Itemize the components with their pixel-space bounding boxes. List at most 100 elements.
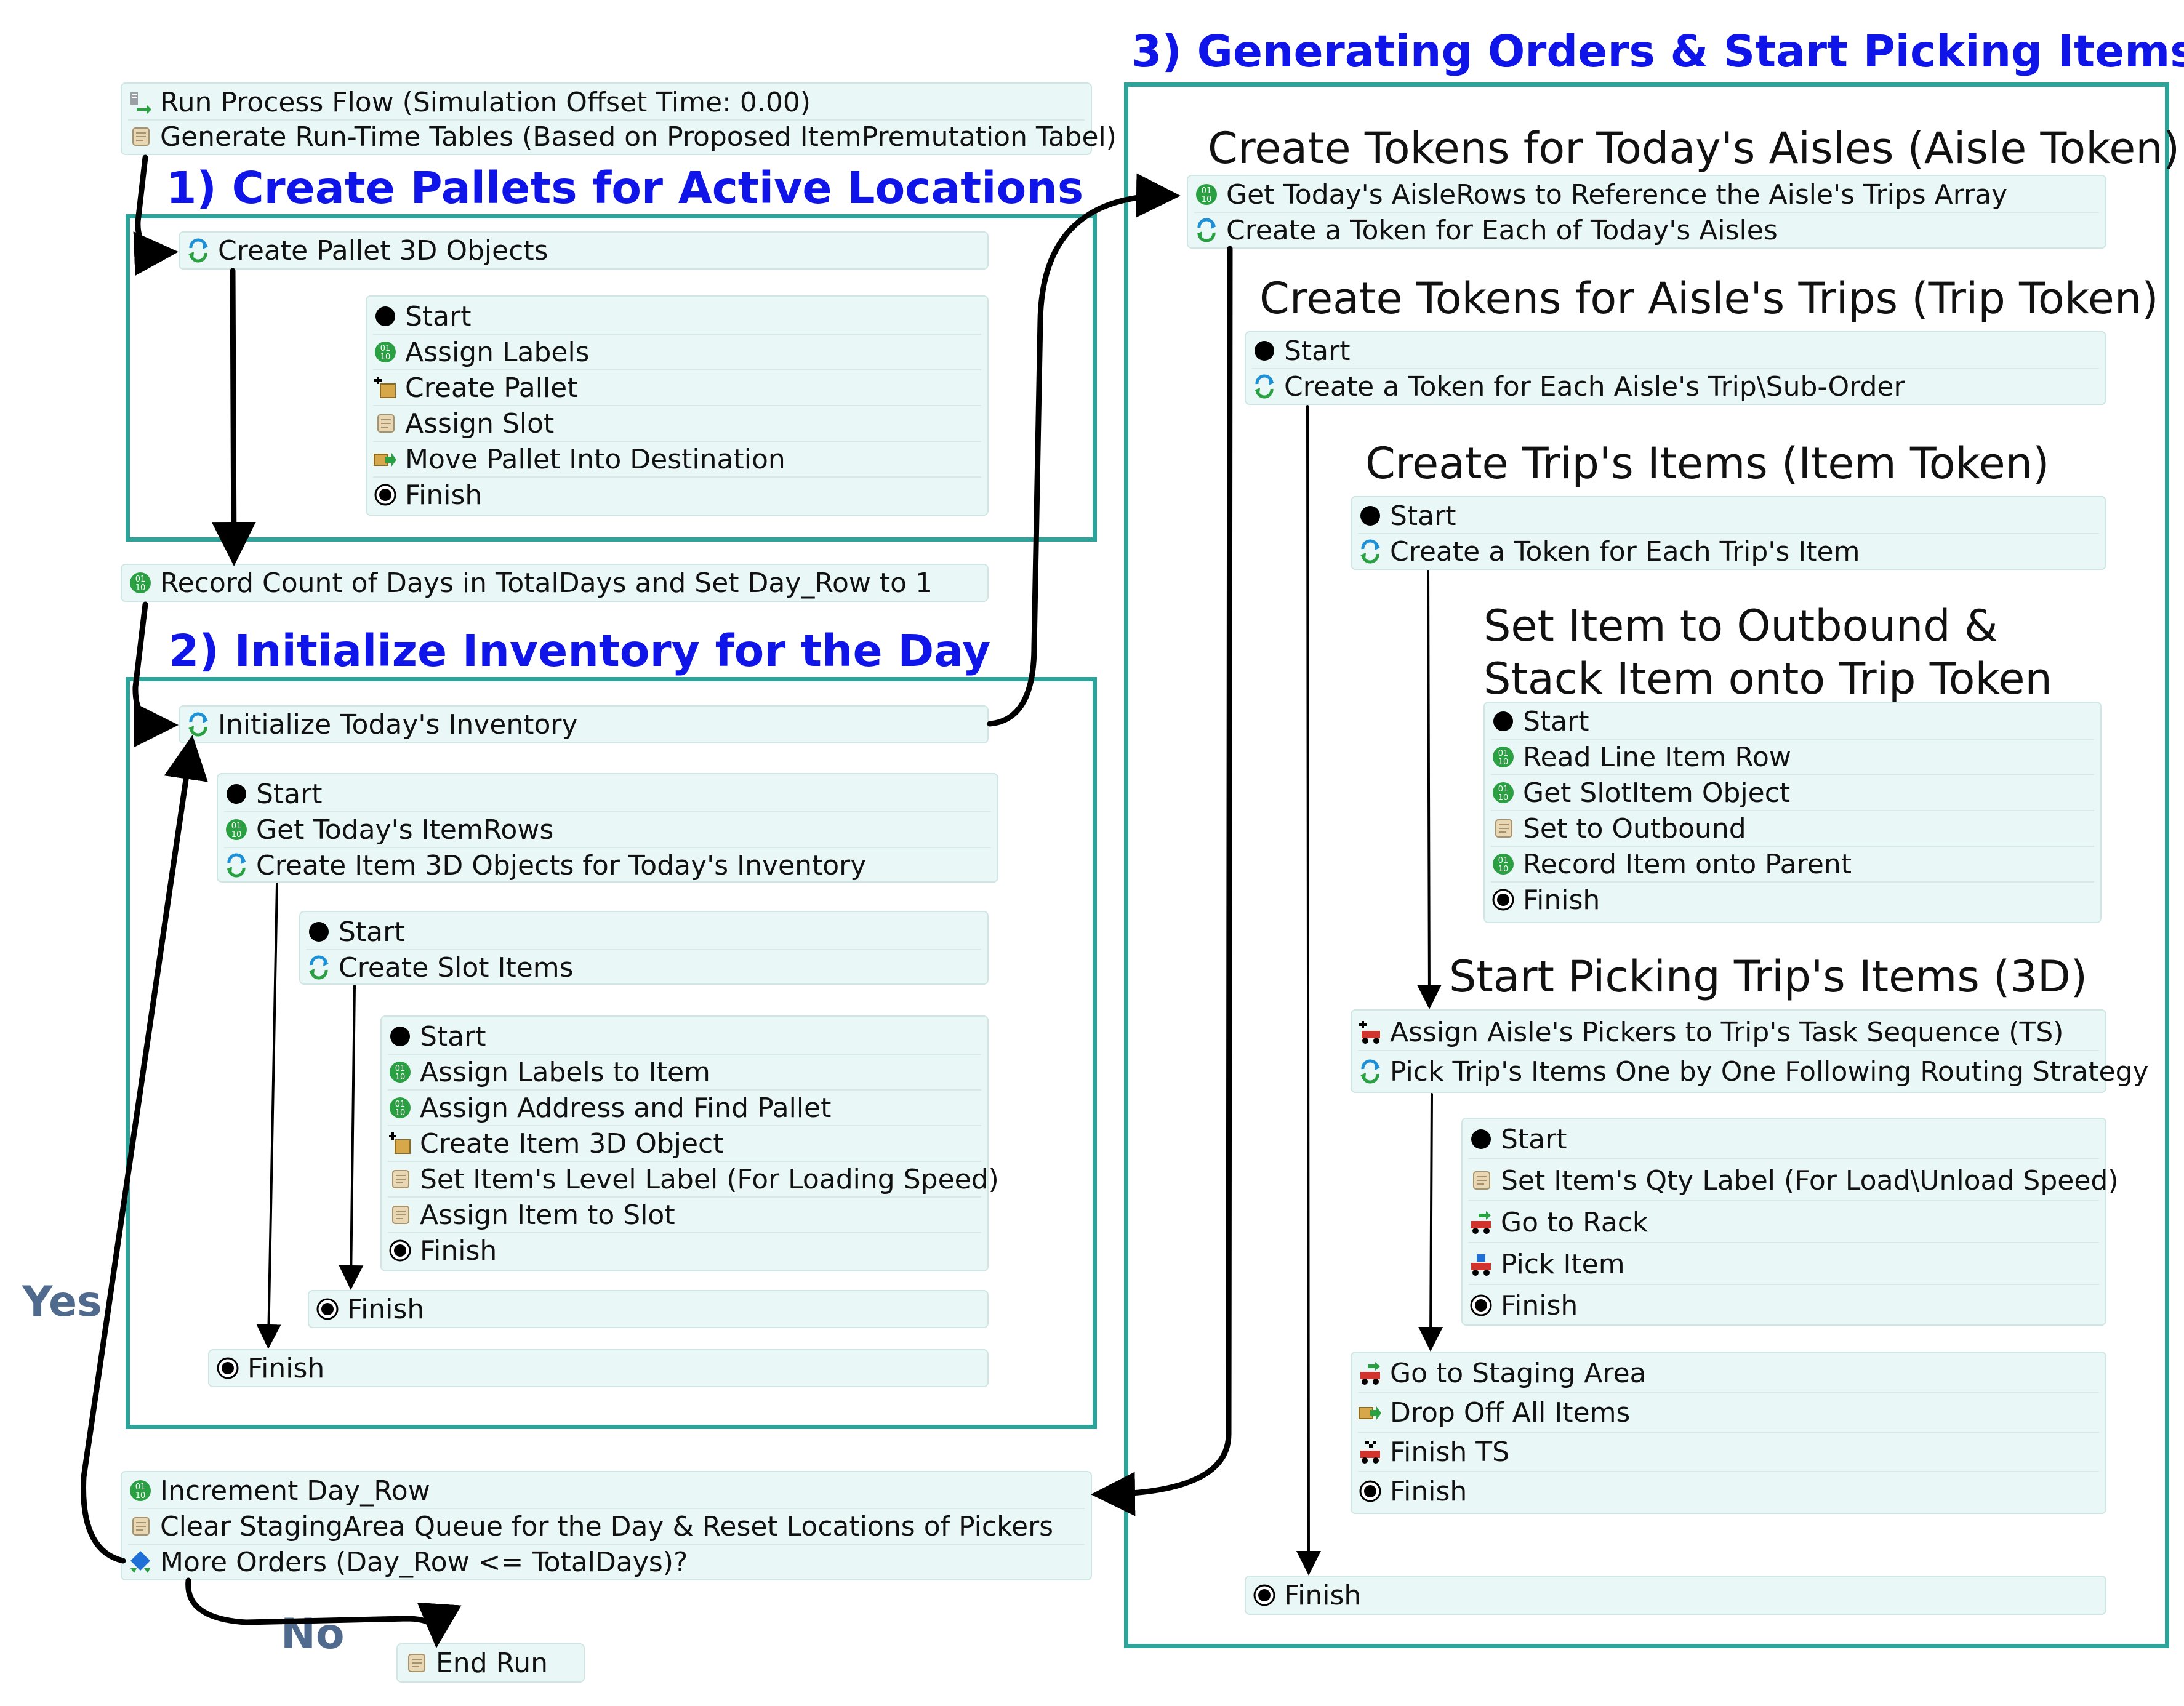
pallet-start-row[interactable]: Start bbox=[373, 299, 981, 335]
level2-finish-row[interactable]: Finish bbox=[315, 1292, 981, 1326]
yes-label: Yes bbox=[22, 1278, 102, 1326]
set-level-label-row[interactable]: Set Item's Level Label (For Loading Spee… bbox=[388, 1162, 999, 1198]
level1-finish-card[interactable]: Finish bbox=[208, 1349, 989, 1387]
create-aisle-token-label: Create a Token for Each of Today's Aisle… bbox=[1226, 214, 1778, 246]
trip-start-label: Start bbox=[1284, 335, 1351, 367]
svg-text:10: 10 bbox=[135, 583, 146, 593]
create-item-object-label: Create Item 3D Object bbox=[420, 1127, 724, 1159]
trip-token-card[interactable]: Start Create a Token for Each Aisle's Tr… bbox=[1245, 331, 2106, 405]
inv-start-row[interactable]: Start bbox=[224, 777, 991, 812]
end-run-row[interactable]: End Run bbox=[404, 1646, 577, 1680]
assign-pickers-row[interactable]: Assign Aisle's Pickers to Trip's Task Se… bbox=[1358, 1014, 2099, 1051]
create-pallet-objects-card[interactable]: Create Pallet 3D Objects bbox=[179, 231, 989, 270]
item-start-row[interactable]: Start bbox=[388, 1019, 981, 1055]
pick-icon bbox=[1469, 1252, 1493, 1276]
picking-card[interactable]: Assign Aisle's Pickers to Trip's Task Se… bbox=[1351, 1009, 2149, 1093]
arrow-inventory-to-aisle bbox=[987, 173, 1181, 727]
finish-icon bbox=[1252, 1583, 1277, 1608]
staging-finish-row[interactable]: Finish bbox=[1358, 1472, 2099, 1510]
level1-finish-row[interactable]: Finish bbox=[215, 1351, 981, 1385]
set-outbound-row[interactable]: Set to Outbound bbox=[1491, 811, 2094, 847]
end-run-card[interactable]: End Run bbox=[396, 1643, 585, 1683]
pick-finish-row[interactable]: Finish bbox=[1469, 1286, 2099, 1324]
inventory-level2-card[interactable]: Start Create Slot Items bbox=[299, 911, 989, 985]
arrow-pallets-to-record bbox=[211, 268, 256, 566]
end-run-label: End Run bbox=[436, 1647, 548, 1679]
assign-slot-row[interactable]: Assign Slot bbox=[373, 406, 981, 442]
outbound-finish-row[interactable]: Finish bbox=[1491, 883, 2094, 917]
final-finish-card[interactable]: Finish bbox=[1245, 1576, 2106, 1615]
create-item-token-row[interactable]: Create a Token for Each Trip's Item bbox=[1358, 534, 2099, 569]
svg-text:10: 10 bbox=[1202, 195, 1212, 204]
finish-ts-row[interactable]: Finish TS bbox=[1358, 1433, 2099, 1472]
top-activity-card[interactable]: Run Process Flow (Simulation Offset Time… bbox=[121, 82, 1117, 155]
loop-icon bbox=[307, 955, 331, 980]
slot-start-row[interactable]: Start bbox=[307, 915, 981, 950]
item-finish-row[interactable]: Finish bbox=[388, 1233, 981, 1268]
pick-item-row[interactable]: Pick Item bbox=[1469, 1244, 2099, 1285]
create-pallet-row[interactable]: Create Pallet bbox=[373, 370, 981, 406]
more-orders-row[interactable]: More Orders (Day_Row <= TotalDays)? bbox=[128, 1545, 1085, 1579]
pallet-finish-label: Finish bbox=[405, 479, 483, 511]
item-token-start-row[interactable]: Start bbox=[1358, 499, 2099, 534]
clear-staging-row[interactable]: Clear StagingArea Queue for the Day & Re… bbox=[128, 1509, 1085, 1545]
svg-text:10: 10 bbox=[1498, 793, 1509, 803]
assign-slot-label: Assign Slot bbox=[405, 407, 555, 439]
create-object-icon bbox=[373, 375, 398, 400]
go-staging-row[interactable]: Go to Staging Area bbox=[1358, 1354, 2099, 1393]
init-inventory-card[interactable]: Initialize Today's Inventory bbox=[179, 705, 989, 743]
final-finish-row[interactable]: Finish bbox=[1252, 1578, 2099, 1612]
create-slot-items-row[interactable]: Create Slot Items bbox=[307, 950, 981, 985]
init-inventory-label: Initialize Today's Inventory bbox=[218, 708, 578, 740]
create-aisle-token-row[interactable]: Create a Token for Each of Today's Aisle… bbox=[1194, 213, 2099, 247]
move-pallet-row[interactable]: Move Pallet Into Destination bbox=[373, 442, 981, 478]
pallet-finish-row[interactable]: Finish bbox=[373, 478, 981, 512]
run-process-flow-row[interactable]: Run Process Flow (Simulation Offset Time… bbox=[128, 85, 1085, 121]
staging-card[interactable]: Go to Staging Area Drop Off All Items Fi… bbox=[1351, 1352, 2106, 1514]
item-token-card[interactable]: Start Create a Token for Each Trip's Ite… bbox=[1351, 496, 2106, 570]
outbound-start-row[interactable]: Start bbox=[1491, 704, 2094, 740]
generate-tables-row[interactable]: Generate Run-Time Tables (Based on Propo… bbox=[128, 119, 1117, 154]
create-item-objects-row[interactable]: Create Item 3D Objects for Today's Inven… bbox=[224, 848, 991, 883]
clear-staging-label: Clear StagingArea Queue for the Day & Re… bbox=[160, 1510, 1054, 1542]
create-item-object-row[interactable]: Create Item 3D Object bbox=[388, 1126, 981, 1162]
increment-day-label: Increment Day_Row bbox=[160, 1475, 430, 1507]
create-pallet-objects-row[interactable]: Create Pallet 3D Objects bbox=[186, 233, 981, 268]
level2-finish-card[interactable]: Finish bbox=[308, 1290, 989, 1328]
arrow-yes-loop bbox=[81, 735, 208, 1564]
drop-off-row[interactable]: Drop Off All Items bbox=[1358, 1393, 2099, 1433]
pick-sub-card[interactable]: Start Set Item's Qty Label (For Load\Unl… bbox=[1461, 1118, 2119, 1326]
assign-item-slot-row[interactable]: Assign Item to Slot bbox=[388, 1198, 981, 1233]
init-inventory-row[interactable]: Initialize Today's Inventory bbox=[186, 707, 981, 742]
create-trip-token-row[interactable]: Create a Token for Each Aisle's Trip\Sub… bbox=[1252, 369, 2099, 404]
move-object-icon bbox=[373, 447, 398, 471]
create-object-icon bbox=[388, 1131, 412, 1156]
script-icon bbox=[128, 1514, 153, 1539]
go-to-rack-row[interactable]: Go to Rack bbox=[1469, 1203, 2099, 1243]
pick-items-row[interactable]: Pick Trip's Items One by One Following R… bbox=[1358, 1054, 2149, 1089]
trip-start-row[interactable]: Start bbox=[1252, 334, 2099, 369]
pick-start-row[interactable]: Start bbox=[1469, 1120, 2099, 1159]
svg-text:01: 01 bbox=[380, 344, 391, 353]
set-qty-label-row[interactable]: Set Item's Qty Label (For Load\Unload Sp… bbox=[1469, 1161, 2119, 1201]
outbound-start-label: Start bbox=[1523, 705, 1589, 737]
